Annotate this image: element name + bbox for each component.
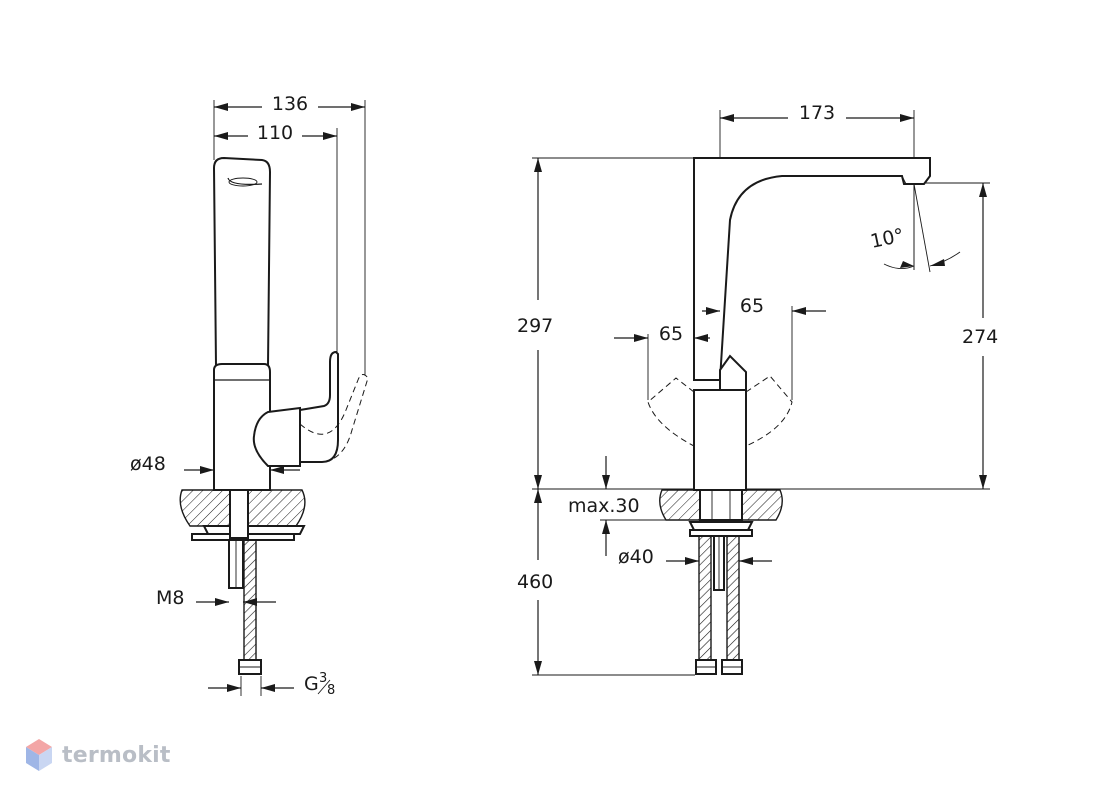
dimension-274: 274 [962, 183, 998, 489]
dimension-65-left: 65 [614, 323, 710, 400]
dimension-label-173: 173 [799, 102, 835, 124]
brand-name: termokit [62, 742, 171, 768]
mixer-body-front [693, 389, 747, 491]
dimension-65-right: 65 [702, 295, 826, 400]
dimension-460: 460 [517, 489, 553, 675]
dimension-max-30: max.30 [568, 456, 690, 556]
dimension-110: 110 [214, 122, 337, 144]
dimension-label-274: 274 [962, 326, 998, 348]
thread-label-denominator: 8 [327, 683, 335, 698]
spout-front [693, 157, 931, 381]
dimension-label-m8: M8 [156, 587, 184, 609]
thread-label-g: G [304, 673, 319, 695]
front-view: 173 10° 65 [517, 102, 998, 676]
dimension-diameter-48: ø48 [130, 453, 300, 475]
lever-hub-side [252, 406, 301, 467]
dimension-label-136: 136 [272, 93, 308, 115]
dimension-label-max-30: max.30 [568, 495, 640, 517]
angle-label: 10° [868, 224, 906, 253]
dimension-297: 297 [517, 158, 553, 489]
dimension-label-65-left: 65 [659, 323, 683, 345]
brand-logo-icon [26, 739, 52, 771]
brand-watermark: termokit [24, 736, 171, 774]
dimension-label-297: 297 [517, 315, 553, 337]
side-view: 136 110 [130, 93, 369, 698]
dimension-label-110: 110 [257, 122, 293, 144]
dimension-label-diameter-40: ø40 [618, 546, 654, 568]
dimension-label-diameter-48: ø48 [130, 453, 166, 475]
spout-side [212, 156, 272, 367]
dimension-m8: M8 [156, 587, 276, 609]
countertop-front [659, 489, 783, 521]
mixer-body-side [213, 363, 271, 491]
dimension-173: 173 [720, 102, 914, 124]
dimension-label-460: 460 [517, 571, 553, 593]
dimension-label-65-right: 65 [740, 295, 764, 317]
thread-label-numerator: 3 [319, 671, 327, 686]
dimension-diameter-40: ø40 [618, 546, 772, 568]
dimension-136: 136 [214, 93, 365, 115]
dimension-g-thread: G 3 8 [208, 671, 335, 698]
